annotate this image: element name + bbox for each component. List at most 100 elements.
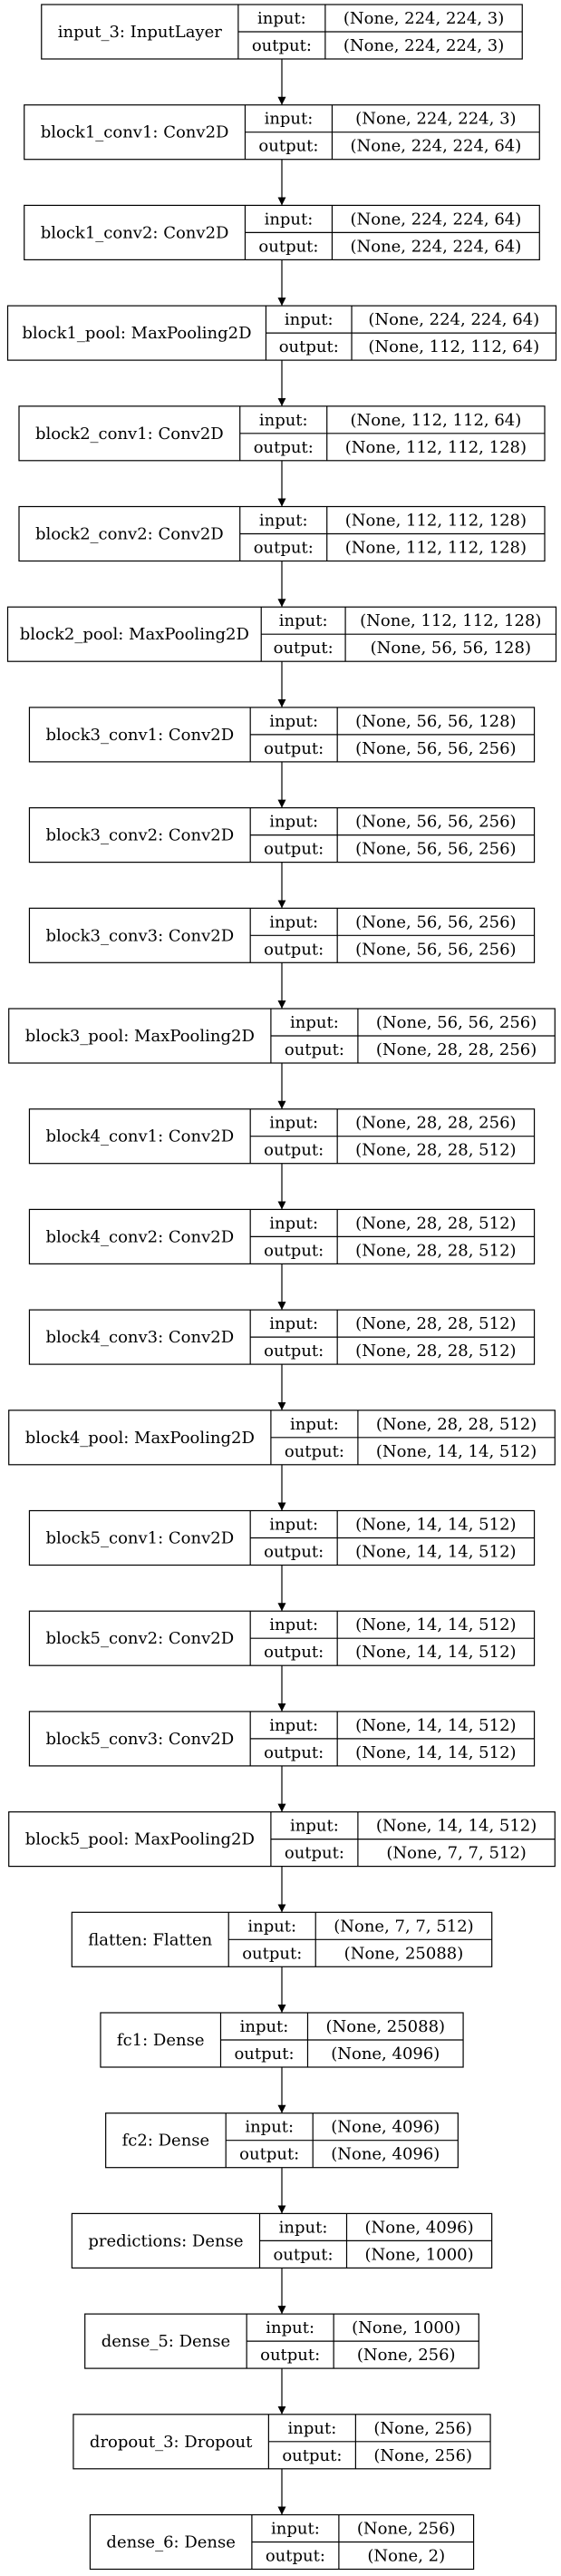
output-shape: (None, 14, 14, 512) bbox=[355, 1743, 516, 1762]
layer-node: block3_conv1: Conv2Dinput:output:(None, … bbox=[28, 707, 536, 763]
layer-name: block4_conv2: Conv2D bbox=[45, 1227, 234, 1246]
input-shape: (None, 14, 14, 512) bbox=[355, 1716, 516, 1735]
output-shape: (None, 112, 112, 64) bbox=[368, 337, 539, 356]
input-shape: (None, 56, 56, 256) bbox=[376, 1013, 537, 1032]
layer-name: block1_conv2: Conv2D bbox=[41, 223, 229, 242]
layer-node: block2_conv2: Conv2Dinput:output:(None, … bbox=[18, 505, 546, 562]
layer-name: block3_conv3: Conv2D bbox=[45, 926, 234, 945]
output-shape: (None, 224, 224, 64) bbox=[350, 137, 521, 156]
layer-name: dropout_3: Dropout bbox=[90, 2433, 253, 2452]
layer-name: predictions: Dense bbox=[88, 2231, 243, 2250]
output-shape: (None, 256) bbox=[373, 2446, 472, 2465]
layer-name: flatten: Flatten bbox=[88, 1930, 212, 1949]
input-label: input: bbox=[265, 110, 314, 129]
input-label: input: bbox=[265, 210, 314, 229]
layer-name: block4_conv3: Conv2D bbox=[45, 1328, 234, 1347]
output-shape: (None, 112, 112, 128) bbox=[345, 539, 527, 558]
output-label: output: bbox=[239, 2145, 299, 2164]
output-shape: (None, 256) bbox=[357, 2346, 456, 2365]
output-shape: (None, 56, 56, 256) bbox=[355, 840, 516, 859]
input-label: input: bbox=[269, 1314, 318, 1333]
output-label: output: bbox=[252, 36, 312, 55]
input-label: input: bbox=[259, 512, 308, 531]
input-label: input: bbox=[279, 611, 328, 630]
layer-node: block1_conv1: Conv2D input: output: (None, … bbox=[24, 104, 540, 161]
layer-node: block4_conv1: Conv2Dinput:output:(None, … bbox=[28, 1108, 536, 1165]
input-label: input: bbox=[285, 310, 334, 329]
input-label: input: bbox=[290, 1415, 339, 1434]
input-shape: (None, 28, 28, 512) bbox=[355, 1214, 516, 1233]
layer-node: dropout_3: Dropout input: output: (None, 25… bbox=[73, 2414, 491, 2470]
input-label: input: bbox=[240, 2017, 289, 2036]
layer-name: input_3: InputLayer bbox=[58, 23, 222, 42]
layer-name: block3_conv1: Conv2D bbox=[45, 726, 234, 745]
input-label: input: bbox=[271, 2520, 320, 2539]
input-shape: (None, 14, 14, 512) bbox=[376, 1817, 537, 1836]
layer-name: block4_conv1: Conv2D bbox=[45, 1127, 234, 1147]
input-label: input: bbox=[259, 411, 308, 430]
output-label: output: bbox=[282, 2446, 342, 2465]
output-label: output: bbox=[260, 2346, 320, 2365]
output-label: output: bbox=[258, 237, 318, 256]
input-label: input: bbox=[245, 2118, 294, 2137]
layer-name: block5_conv1: Conv2D bbox=[45, 1529, 234, 1548]
input-label: input: bbox=[269, 712, 318, 731]
output-label: output: bbox=[279, 337, 339, 356]
output-label: output: bbox=[266, 2547, 325, 2566]
input-shape: (None, 256) bbox=[373, 2419, 472, 2438]
output-label: output: bbox=[254, 539, 314, 558]
input-label: input: bbox=[269, 1615, 318, 1634]
input-shape: (None, 112, 112, 128) bbox=[360, 611, 541, 630]
input-shape: (None, 28, 28, 512) bbox=[376, 1415, 537, 1434]
layer-node: block3_conv2: Conv2Dinput:output:(None, … bbox=[28, 806, 536, 864]
input-shape: (None, 14, 14, 512) bbox=[355, 1615, 516, 1634]
input-shape: (None, 112, 112, 64) bbox=[350, 411, 521, 430]
input-shape: (None, 256) bbox=[357, 2520, 456, 2539]
output-label: output: bbox=[273, 2245, 333, 2264]
output-label: output: bbox=[258, 137, 318, 156]
layer-node: block5_pool: MaxPooling2Dinput:output:(N… bbox=[8, 1810, 556, 1868]
layer-node: block3_pool: MaxPooling2Dinput:output:(N… bbox=[8, 1008, 556, 1064]
layer-name: block5_conv3: Conv2D bbox=[45, 1730, 234, 1749]
layer-node: block4_conv2: Conv2D input: output: (None, … bbox=[28, 1208, 536, 1265]
output-label: output: bbox=[285, 1844, 344, 1863]
output-shape: (None, 14, 14, 512) bbox=[355, 1543, 516, 1562]
input-shape: (None, 224, 224, 3) bbox=[343, 9, 504, 28]
layer-name: fc2: Dense bbox=[122, 2132, 210, 2151]
input-shape: (None, 224, 224, 3) bbox=[355, 110, 516, 129]
layer-node: block1_conv2: Conv2Dinput:output:(None, … bbox=[24, 204, 540, 260]
input-shape: (None, 28, 28, 256) bbox=[355, 1114, 516, 1133]
layer-node: block4_conv3: Conv2Dinput:output:(None, … bbox=[28, 1309, 536, 1365]
output-label: output: bbox=[264, 1141, 324, 1160]
layer-name: dense_6: Dense bbox=[106, 2533, 235, 2552]
layer-node: block4_pool: MaxPooling2Dinput:output:(N… bbox=[8, 1410, 556, 1466]
output-label: output: bbox=[264, 1643, 324, 1662]
layer-name: block3_conv2: Conv2D bbox=[45, 826, 234, 845]
output-label: output: bbox=[264, 1241, 324, 1260]
output-shape: (None, 56, 56, 256) bbox=[355, 739, 516, 758]
output-shape: (None, 4096) bbox=[331, 2145, 440, 2164]
layer-node: block1_pool: MaxPooling2Dinput:output:(N… bbox=[6, 305, 557, 361]
output-label: output: bbox=[285, 1040, 344, 1059]
input-label: input: bbox=[288, 2419, 337, 2438]
output-label: output: bbox=[264, 940, 324, 959]
input-shape: (None, 56, 56, 256) bbox=[355, 813, 516, 832]
layer-name: block1_conv1: Conv2D bbox=[41, 123, 229, 142]
output-label: output: bbox=[254, 438, 314, 457]
layer-name: block4_pool: MaxPooling2D bbox=[25, 1429, 255, 1448]
input-shape: (None, 4096) bbox=[365, 2218, 474, 2237]
input-label: input: bbox=[269, 1214, 318, 1233]
input-label: input: bbox=[257, 9, 306, 28]
input-shape: (None, 56, 56, 128) bbox=[355, 712, 516, 731]
output-shape: (None, 7, 7, 512) bbox=[386, 1844, 526, 1863]
input-shape: (None, 1000) bbox=[352, 2318, 460, 2337]
layer-node: block2_conv1: Conv2Dinput:output:(None, … bbox=[18, 405, 546, 462]
output-label: output: bbox=[264, 840, 324, 859]
layer-node: block5_conv3: Conv2Dinput:output:(None, … bbox=[28, 1711, 536, 1767]
input-shape: (None, 224, 224, 64) bbox=[368, 310, 539, 329]
layer-node: block2_pool: MaxPooling2Dinput:output:(N… bbox=[6, 606, 557, 662]
